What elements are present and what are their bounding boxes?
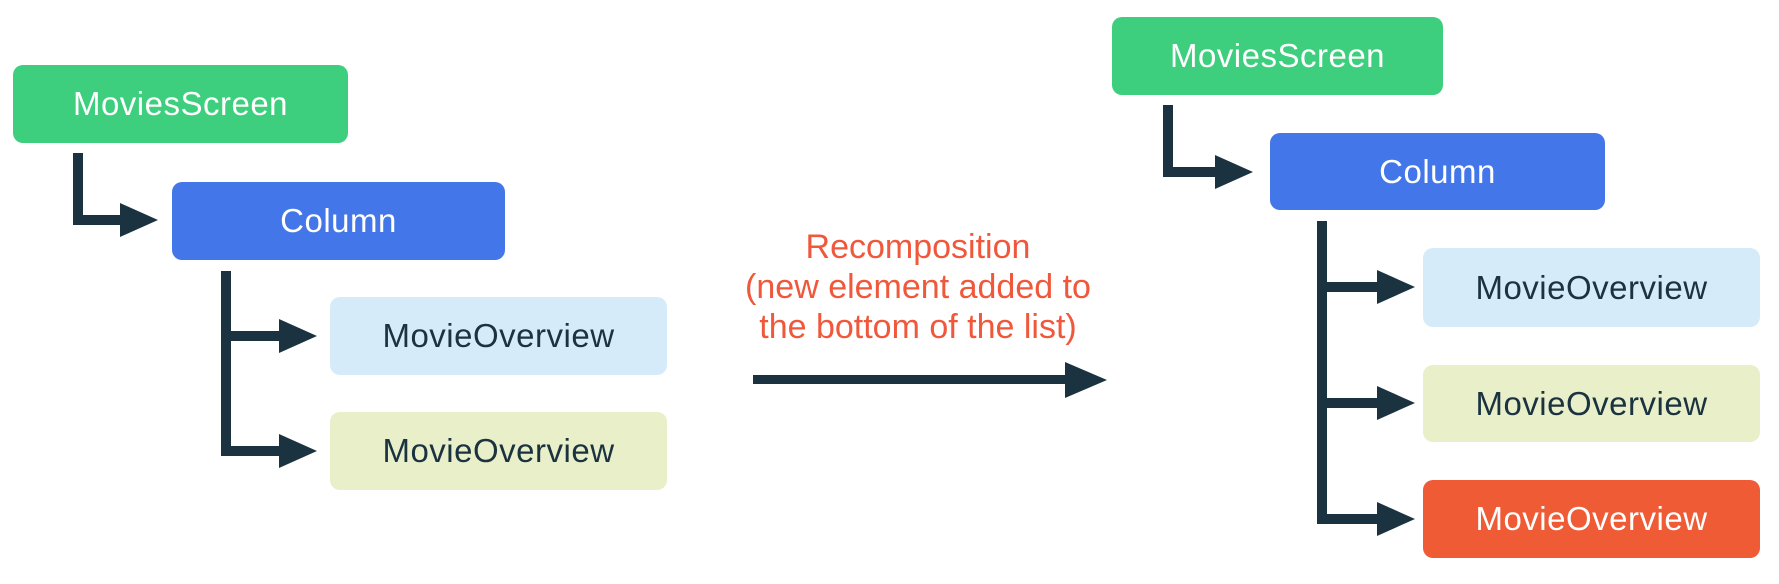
right-movie-overview-box-3-new: MovieOverview	[1423, 480, 1760, 558]
left-column-label: Column	[280, 202, 397, 239]
right-column-connector-vertical	[1317, 221, 1327, 524]
left-column-connector-vertical	[221, 271, 231, 456]
right-movies-screen-label: MoviesScreen	[1169, 37, 1386, 74]
right-root-connector-vertical	[1163, 105, 1173, 177]
caption-line-1: Recomposition	[805, 228, 1031, 266]
right-branch-1-horizontal	[1317, 282, 1377, 292]
right-root-connector-horizontal	[1163, 167, 1215, 177]
caption-line-2: (new element added to	[745, 268, 1091, 306]
right-branch-1-arrowhead-icon	[1377, 270, 1415, 304]
right-branch-3-horizontal	[1317, 514, 1377, 524]
right-root-arrowhead-icon	[1215, 155, 1253, 189]
right-branch-2-arrowhead-icon	[1377, 386, 1415, 420]
left-movie-overview-box-2: MovieOverview	[330, 412, 667, 490]
left-branch-1-horizontal	[221, 331, 279, 341]
left-root-connector-horizontal	[73, 215, 120, 225]
left-movie-overview-label-1: MovieOverview	[382, 317, 615, 354]
right-movies-screen-box: MoviesScreen	[1112, 17, 1443, 95]
left-root-connector-vertical	[73, 153, 83, 225]
left-movie-overview-box-1: MovieOverview	[330, 297, 667, 375]
left-movies-screen-box: MoviesScreen	[13, 65, 348, 143]
recomposition-caption: Recomposition (new element added to the …	[718, 227, 1118, 347]
right-movie-overview-box-1: MovieOverview	[1423, 248, 1760, 327]
left-branch-1-arrowhead-icon	[279, 319, 317, 353]
right-column-box: Column	[1270, 133, 1605, 210]
left-branch-2-arrowhead-icon	[279, 434, 317, 468]
right-movie-overview-label-2: MovieOverview	[1475, 384, 1708, 422]
right-movie-overview-label-3: MovieOverview	[1475, 500, 1708, 537]
recomposition-arrow-shaft	[753, 375, 1065, 384]
right-branch-3-arrowhead-icon	[1377, 502, 1415, 536]
caption-line-3: the bottom of the list)	[759, 308, 1077, 346]
left-root-arrowhead-icon	[120, 203, 158, 237]
right-column-label: Column	[1379, 152, 1496, 190]
left-branch-2-horizontal	[221, 446, 279, 456]
left-column-box: Column	[172, 182, 505, 260]
left-movies-screen-label: MoviesScreen	[72, 85, 289, 122]
right-branch-2-horizontal	[1317, 398, 1377, 408]
recomposition-arrowhead-icon	[1065, 362, 1107, 398]
right-movie-overview-box-2: MovieOverview	[1423, 365, 1760, 442]
right-movie-overview-label-1: MovieOverview	[1475, 268, 1708, 306]
left-movie-overview-label-2: MovieOverview	[382, 432, 615, 469]
